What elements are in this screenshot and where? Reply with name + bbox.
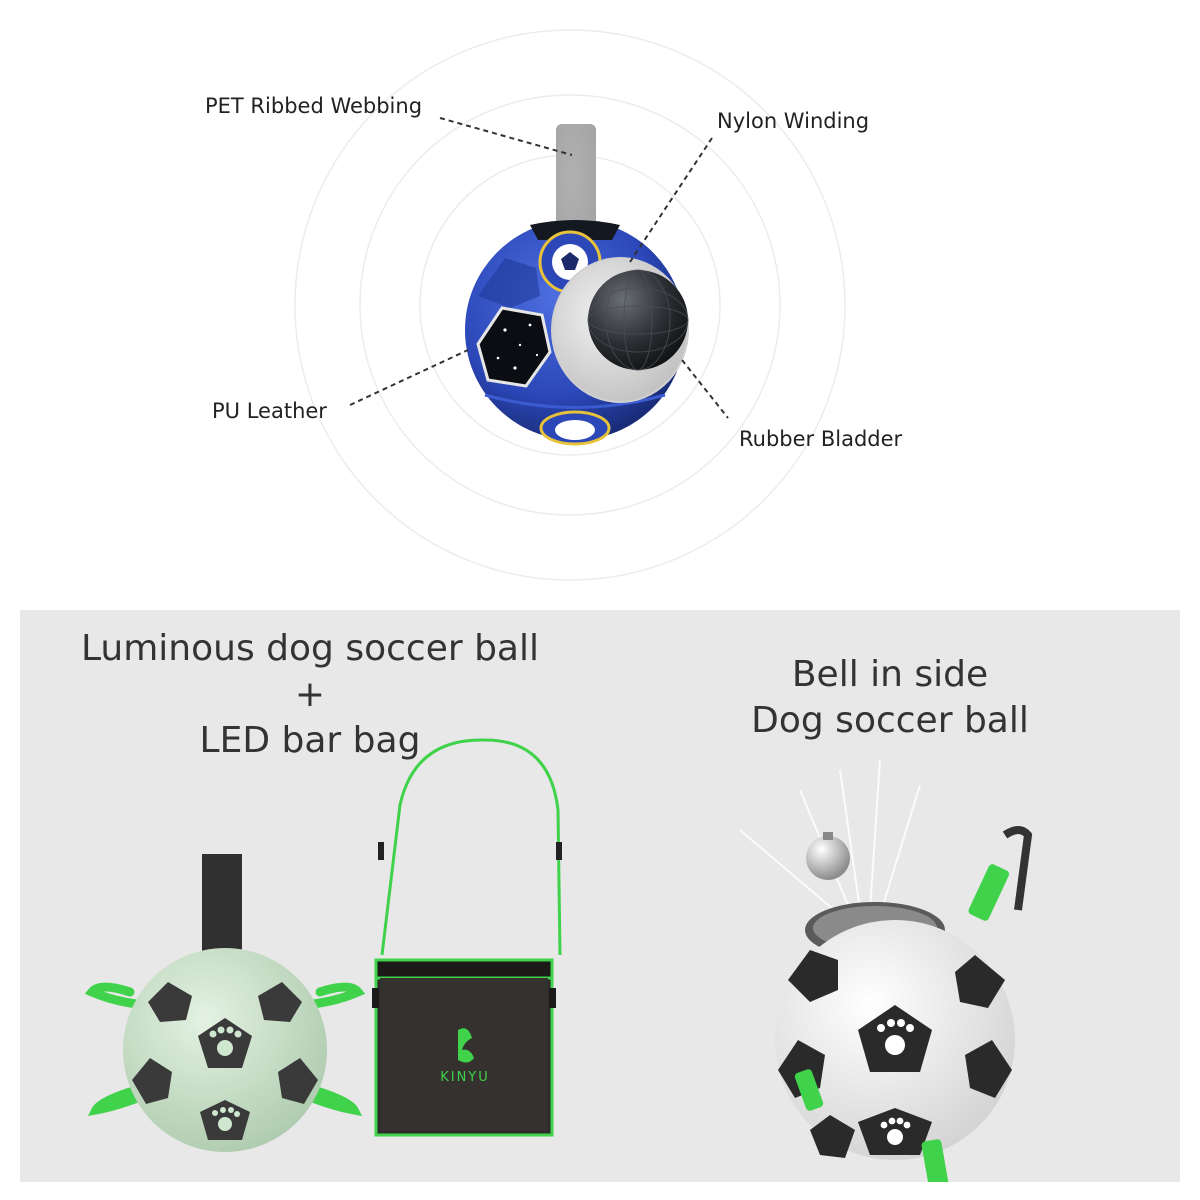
luminous-heading: Luminous dog soccer ball + LED bar bag (40, 626, 580, 764)
label-rubber-bladder: Rubber Bladder (739, 427, 903, 451)
bell-line-2: Dog soccer ball (751, 700, 1029, 742)
luminous-line-2: + (294, 674, 326, 716)
bell-heading: Bell in side Dog soccer ball (680, 652, 1100, 744)
label-nylon-winding: Nylon Winding (717, 109, 870, 133)
led-bag (372, 738, 562, 1137)
luminous-line-3: LED bar bag (199, 720, 421, 762)
luminous-ball (84, 854, 366, 1152)
bag-brand-logo: KINYU (440, 1070, 490, 1085)
product-panel: Luminous dog soccer ball + LED bar bag B… (20, 610, 1180, 1182)
label-pet-webbing: PET Ribbed Webbing (205, 94, 423, 118)
cutaway-layers (551, 257, 689, 403)
background-rings (294, 29, 846, 581)
diagram-graphic (294, 29, 846, 581)
leader-lines (349, 117, 729, 419)
label-pu-leather: PU Leather (212, 399, 327, 423)
product-graphics (84, 738, 1033, 1182)
material-diagram: PET Ribbed Webbing Nylon Winding PU Leat… (205, 29, 903, 581)
luminous-line-1: Luminous dog soccer ball (80, 628, 539, 669)
bell-line-1: Bell in side (791, 654, 989, 695)
bell-ball (739, 759, 1033, 1182)
